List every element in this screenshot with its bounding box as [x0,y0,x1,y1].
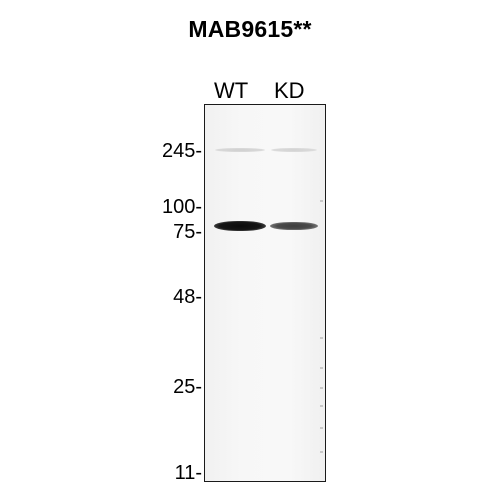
band-kd-high-faint [271,148,317,152]
membrane-edge-mark [320,405,323,407]
western-blot-membrane [204,104,326,482]
lane-label-kd: KD [274,78,305,103]
marker-25: 25- [173,376,202,398]
membrane-edge-mark [320,367,323,369]
membrane-edge-mark [320,387,323,389]
marker-100: 100- [161,196,202,218]
membrane-edge-mark [320,427,323,429]
membrane-edge-mark [320,337,323,339]
marker-245: 245- [161,140,202,162]
figure-title: MAB9615** [188,16,312,42]
band-kd-main [270,222,318,230]
membrane-edge-mark [320,200,323,202]
band-wt-main [214,221,266,231]
marker-48: 48- [173,286,202,308]
marker-11: 11- [174,462,202,484]
lane-label-wt: WT [214,78,249,103]
marker-75: 75- [173,221,202,243]
band-wt-high-faint [215,148,265,152]
membrane-edge-mark [320,451,323,453]
